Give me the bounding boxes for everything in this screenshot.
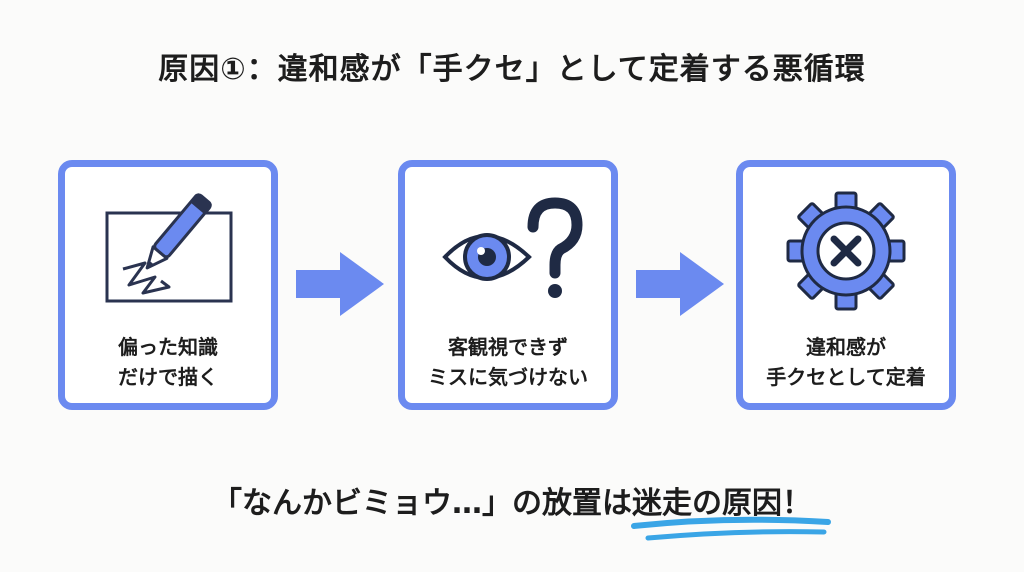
arrow-right-icon xyxy=(636,252,724,316)
step-label-2: 客観視できず ミスに気づけない xyxy=(428,335,588,389)
step-card-3: 違和感が 手クセとして定着 xyxy=(736,160,956,410)
gear-x-icon xyxy=(743,185,949,315)
highlight-underline xyxy=(631,516,831,541)
bottom-prefix: 「なんかビミョウ…」の放置は xyxy=(212,486,632,521)
eye-question-icon xyxy=(405,185,611,315)
bottom-highlight: 迷走 xyxy=(632,486,692,521)
bottom-message: 「なんかビミョウ…」の放置は迷走の原因！ xyxy=(0,478,1024,522)
pen-drawing-icon xyxy=(65,185,271,315)
arrow-right-icon xyxy=(296,252,384,316)
step-card-1: 偏った知識 だけで描く xyxy=(58,160,278,410)
diagram-title: 原因①：違和感が「手クセ」として定着する悪循環 xyxy=(158,52,866,87)
bottom-suffix: の原因！ xyxy=(692,486,812,521)
step-label-1: 偏った知識 だけで描く xyxy=(118,335,218,389)
step-label-3: 違和感が 手クセとして定着 xyxy=(766,335,926,389)
step-card-2: 客観視できず ミスに気づけない xyxy=(398,160,618,410)
